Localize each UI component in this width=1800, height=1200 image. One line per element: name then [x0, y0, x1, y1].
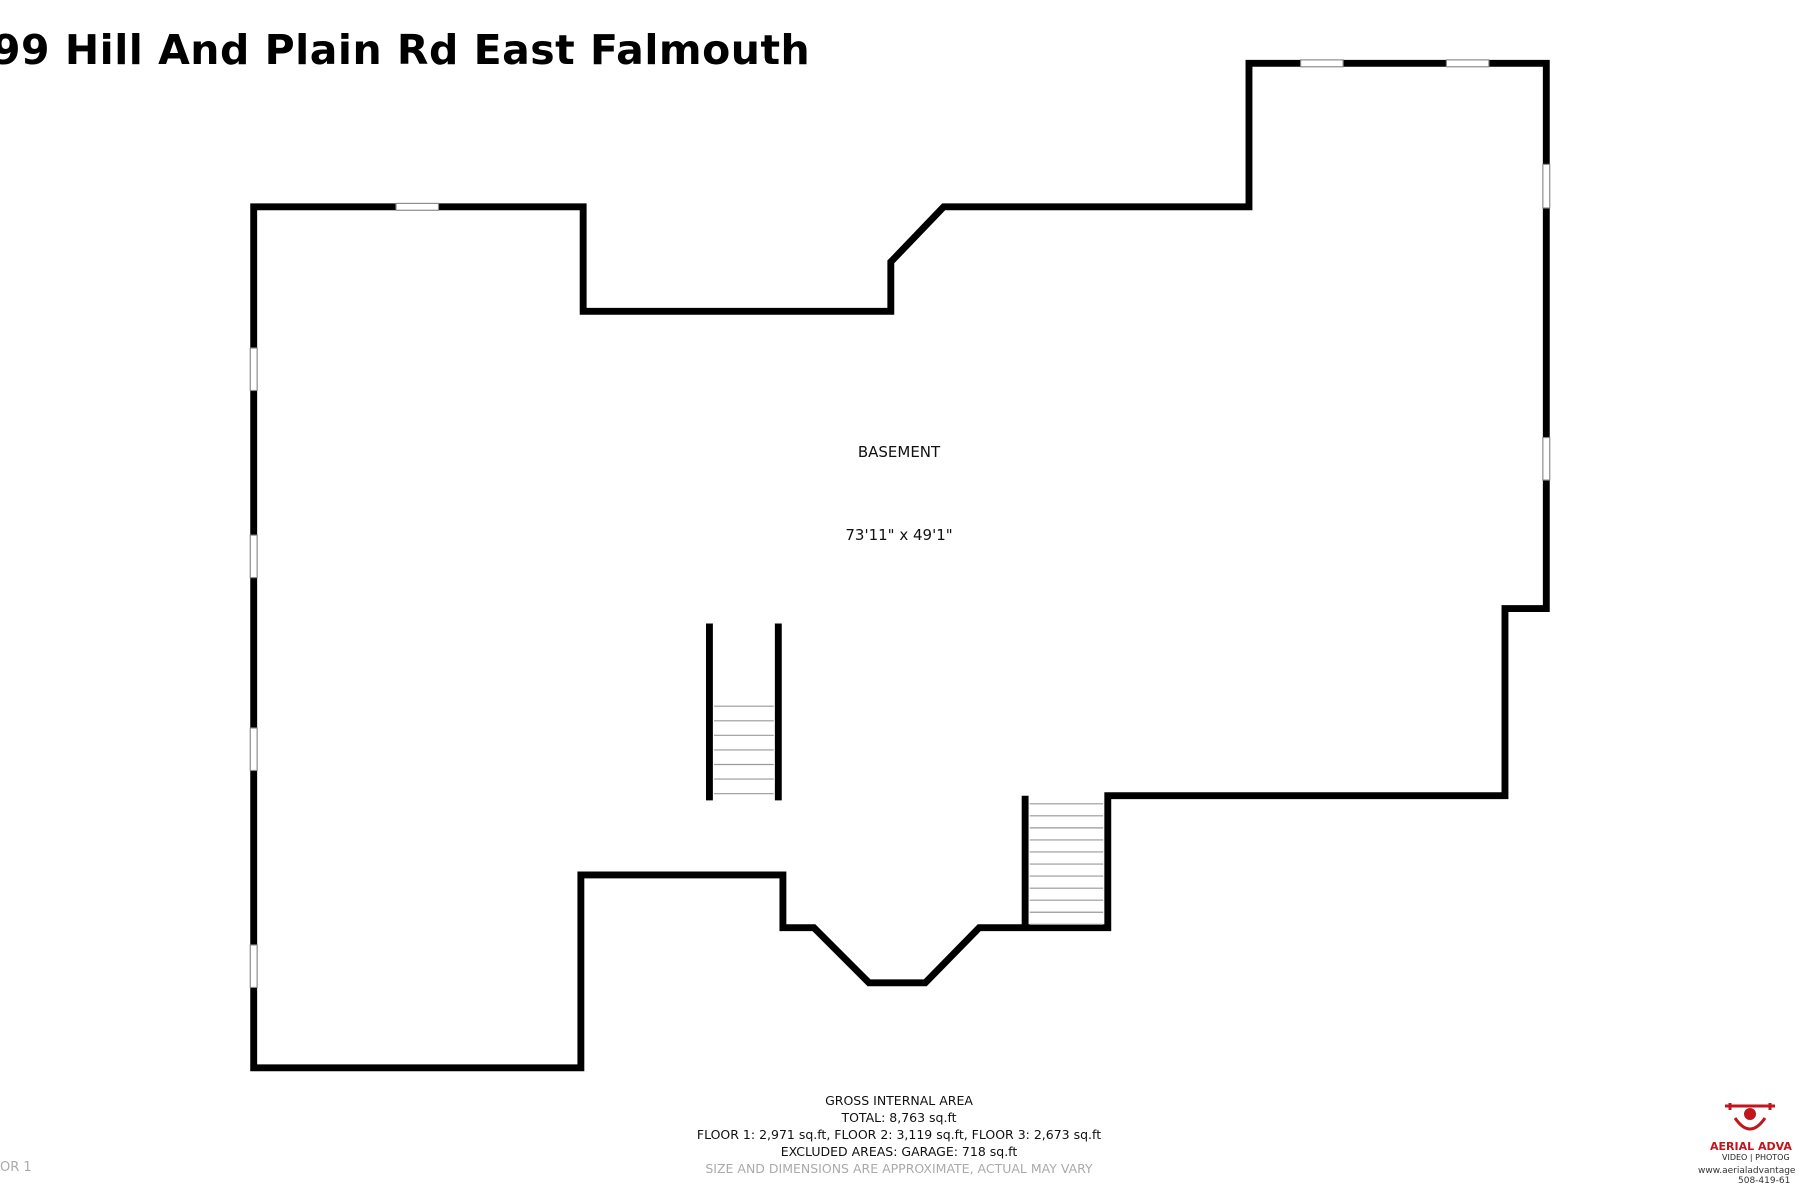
- window: [1300, 59, 1344, 68]
- area-total: TOTAL: 8,763 sq.ft: [841, 1110, 957, 1125]
- window: [249, 944, 258, 989]
- window: [249, 534, 258, 579]
- window: [1542, 163, 1551, 209]
- area-floors: FLOOR 1: 2,971 sq.ft, FLOOR 2: 3,119 sq.…: [696, 1127, 1102, 1142]
- logo-sub: VIDEO | PHOTOG: [1722, 1153, 1790, 1162]
- logo-url: www.aerialadvantage: [1698, 1166, 1796, 1176]
- window: [1542, 436, 1551, 481]
- drone-icon: [1725, 1103, 1775, 1131]
- area-disclaimer: SIZE AND DIMENSIONS ARE APPROXIMATE, ACT…: [705, 1161, 1093, 1176]
- area-excluded: EXCLUDED AREAS: GARAGE: 718 sq.ft: [780, 1144, 1018, 1159]
- company-logo: AERIAL ADVA VIDEO | PHOTOG www.aerialadv…: [1698, 1100, 1800, 1186]
- window: [249, 347, 258, 392]
- floor-label: OR 1: [0, 1160, 32, 1175]
- exterior-wall: [250, 59, 1550, 1072]
- property-title: 99 Hill And Plain Rd East Falmouth: [0, 26, 811, 74]
- logo-phone: 508-419-61: [1738, 1176, 1791, 1186]
- room-name: BASEMENT: [857, 443, 941, 461]
- room-dimensions: 73'11" x 49'1": [845, 526, 953, 544]
- window: [395, 202, 440, 211]
- area-heading: GROSS INTERNAL AREA: [825, 1093, 973, 1108]
- window: [249, 727, 258, 772]
- window: [1445, 59, 1490, 68]
- logo-name: AERIAL ADVA: [1710, 1140, 1792, 1153]
